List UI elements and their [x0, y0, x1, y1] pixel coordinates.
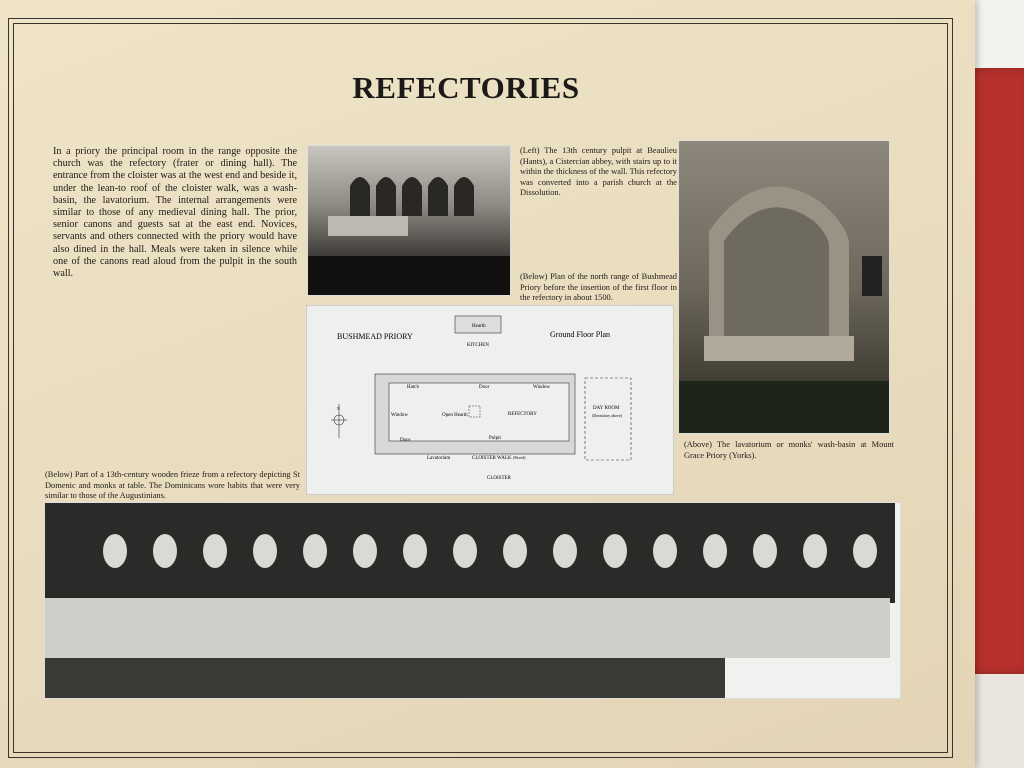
day-room-label: DAY ROOM	[593, 406, 620, 411]
lavatorium-label: Lavatorium	[427, 456, 450, 461]
frieze-photo	[44, 502, 901, 699]
monk-figure	[303, 534, 327, 568]
monk-figure	[553, 534, 577, 568]
wall	[970, 674, 1024, 768]
monk-figure	[603, 534, 627, 568]
pulpit-caption: (Left) The 13th century pulpit at Beauli…	[520, 146, 677, 197]
plan-caption: (Below) Plan of the north range of Bushm…	[520, 272, 677, 302]
window-left-label: Window	[391, 413, 408, 418]
dormitory-label: (Dormitory above)	[592, 413, 623, 418]
monk-figure	[153, 534, 177, 568]
pulpit-label: Pulpit	[489, 436, 502, 441]
monk-figure	[803, 534, 827, 568]
monk-figure	[203, 534, 227, 568]
monk-figure	[503, 534, 527, 568]
kitchen-label: KITCHEN	[467, 343, 489, 348]
monk-figure	[403, 534, 427, 568]
display-board: REFECTORIES In a priory the principal ro…	[0, 0, 975, 768]
monk-figure	[453, 534, 477, 568]
monk-figure	[653, 534, 677, 568]
monk-figure	[253, 534, 277, 568]
monk-figure	[703, 534, 727, 568]
paved-label: (Paved)	[513, 455, 526, 460]
lavatorium-caption: (Above) The lavatorium or monks' wash-ba…	[684, 440, 894, 460]
floor-plan: BUSHMEAD PRIORY Ground Floor Plan Hearth…	[306, 305, 674, 495]
cloister-label: CLOISTER	[487, 476, 512, 481]
hatch-label: Hatch	[407, 385, 419, 390]
pulpit-photo	[307, 145, 511, 296]
monk-figure	[853, 534, 877, 568]
door-bottom-label: Door	[400, 438, 411, 443]
plan-subtitle: Ground Floor Plan	[550, 330, 610, 339]
intro-text: In a priory the principal room in the ra…	[53, 146, 297, 280]
refectory-label: REFECTORY	[508, 412, 537, 417]
plan-title: BUSHMEAD PRIORY	[337, 332, 413, 341]
cloister-walk-label: CLOISTER WALK	[472, 456, 512, 461]
lavatorium-photo	[678, 140, 890, 434]
board-border	[8, 18, 953, 758]
door-label: Door	[479, 385, 490, 390]
window-label: Window	[533, 385, 550, 390]
monk-figure	[103, 534, 127, 568]
compass-icon	[331, 404, 347, 438]
open-hearth-label: Open Hearth	[442, 413, 468, 418]
monk-figure	[753, 534, 777, 568]
hearth-label: Hearth	[472, 324, 486, 329]
north-label: N	[337, 406, 340, 411]
frieze-caption: (Below) Part of a 13th-century wooden fr…	[45, 470, 300, 500]
board-title: REFECTORIES	[352, 70, 580, 105]
board-border-inner	[13, 23, 948, 753]
monk-figure	[353, 534, 377, 568]
